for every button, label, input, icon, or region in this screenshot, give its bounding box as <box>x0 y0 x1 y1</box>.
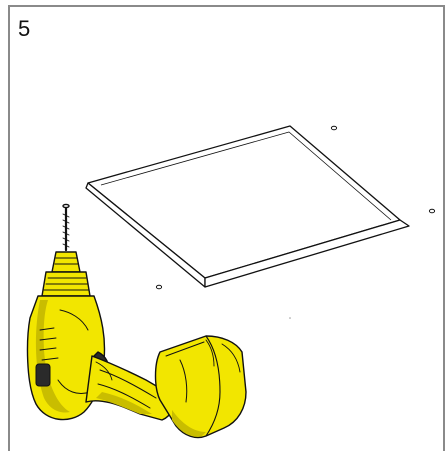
panel-top-face <box>87 125 401 279</box>
drill-battery <box>154 335 247 439</box>
panel-board <box>85 125 410 288</box>
step-frame <box>8 5 445 451</box>
screw-hole-back <box>330 125 338 131</box>
cordless-drill-icon <box>26 203 247 439</box>
drill-chuck <box>51 251 81 273</box>
screw-hole-icon <box>155 125 436 290</box>
screw-hole-right <box>428 208 436 214</box>
screw-hole-left <box>155 284 163 290</box>
step-number: 5 <box>18 16 31 41</box>
stray-dot <box>289 317 291 319</box>
panel-right-edge <box>204 219 410 288</box>
drill-bit <box>62 203 70 252</box>
